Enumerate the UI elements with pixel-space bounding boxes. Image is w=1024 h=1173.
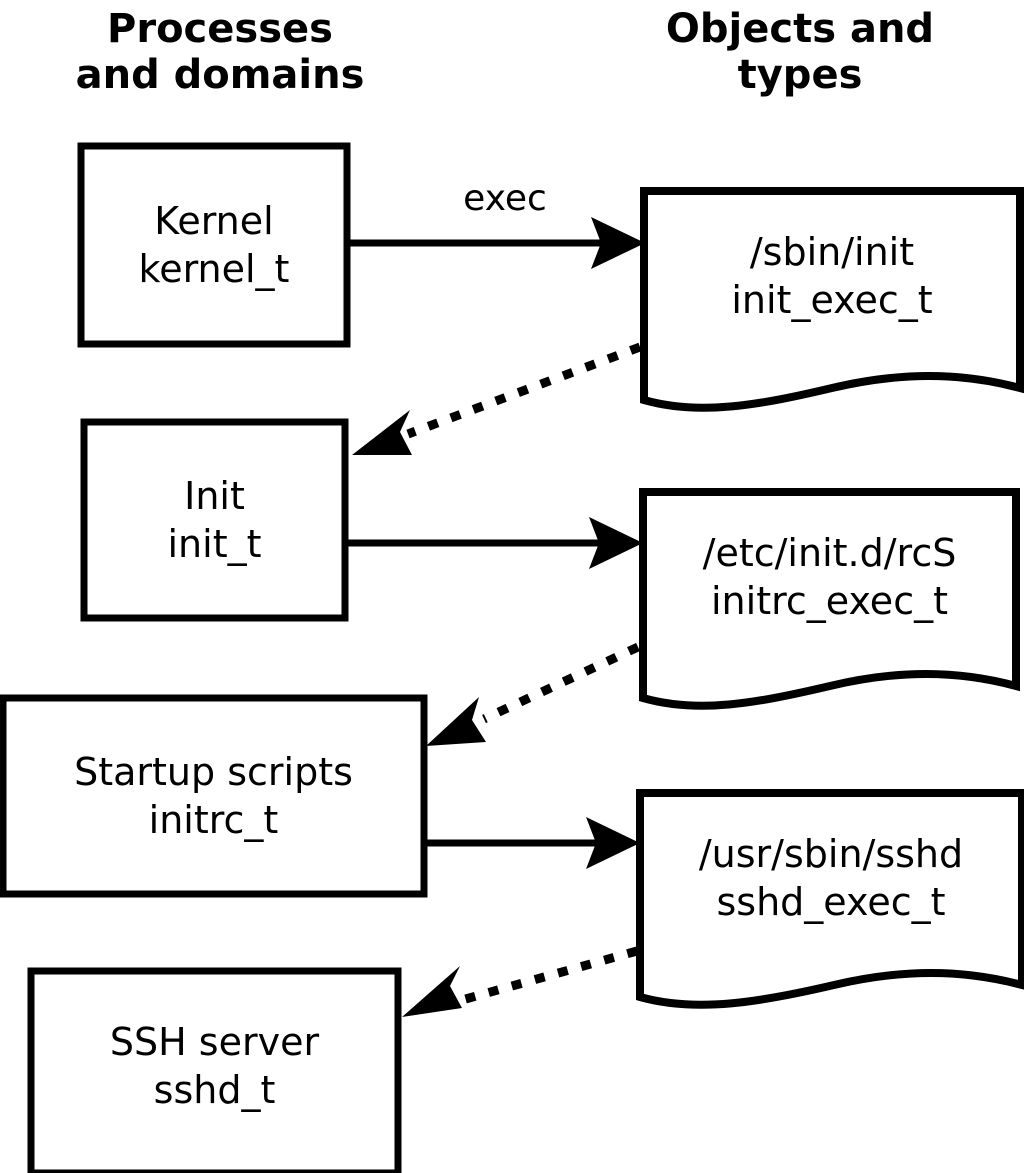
node-initrc-shape[interactable] bbox=[0, 694, 428, 898]
node-init-exec-shape[interactable] bbox=[640, 187, 1024, 412]
edge-init-exec-to-init bbox=[352, 342, 642, 455]
edge-kernel-to-init-exec bbox=[350, 217, 645, 269]
column-heading-processes: Processes and domains bbox=[75, 6, 365, 98]
node-sshd-shape[interactable] bbox=[27, 967, 402, 1173]
node-sshd-exec-shape[interactable] bbox=[636, 789, 1024, 1009]
edge-initrc-to-sshd-exec bbox=[427, 817, 640, 869]
edge-sshd-exec-to-sshd bbox=[402, 946, 639, 1017]
edge-init-to-initrc-exec bbox=[348, 517, 643, 569]
column-heading-objects: Objects and types bbox=[665, 6, 935, 98]
node-kernel-shape[interactable] bbox=[77, 142, 351, 348]
node-init-shape[interactable] bbox=[80, 418, 349, 622]
edge-label-exec: exec bbox=[463, 178, 547, 219]
edge-initrc-exec-to-initrc bbox=[426, 642, 640, 746]
node-initrc-exec-shape[interactable] bbox=[639, 488, 1020, 710]
